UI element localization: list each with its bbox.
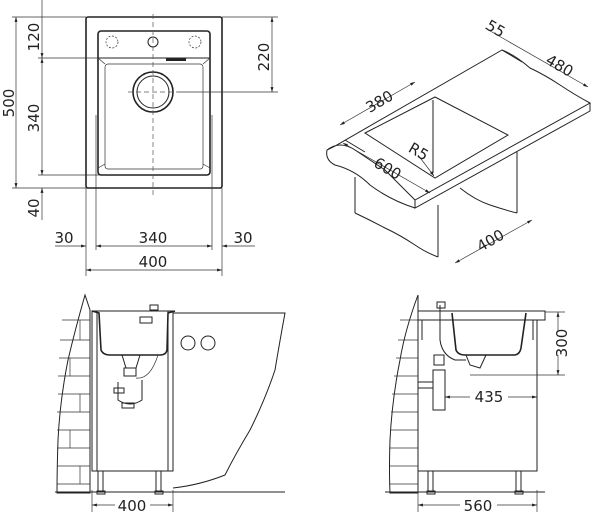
side-sink-bowl (451, 312, 527, 356)
bowl-outline (97, 30, 211, 176)
dim-depth: 480 (543, 51, 577, 81)
adjacent-counter (172, 312, 286, 489)
dim-drain-distance: 435 (475, 388, 504, 406)
cabinet (91, 310, 174, 472)
socket-icon (180, 335, 196, 351)
dim-bowl-width: 340 (139, 229, 168, 247)
isometric-view: 380 55 480 600 R5 400 (326, 16, 592, 264)
top-view: 500 120 340 40 220 30 340 30 400 (0, 0, 278, 276)
dim-bowl-height: 340 (25, 104, 43, 133)
dim-front-cabinet-width: 400 (118, 497, 147, 514)
dim-drain-offset: 220 (255, 43, 273, 72)
dim-cabinet-depth: 560 (464, 497, 493, 514)
optional-hole-icon (188, 35, 202, 49)
dim-left-margin: 30 (54, 229, 73, 247)
dim-top-strip: 120 (25, 23, 43, 52)
sink-bowl (91, 310, 176, 356)
dim-right-margin: 30 (233, 229, 252, 247)
dim-cabinet-width: 400 (474, 226, 508, 256)
dim-overall-height: 500 (0, 89, 18, 118)
sink-outline (85, 16, 223, 189)
dim-bottom-margin: 40 (25, 198, 43, 217)
optional-hole-icon (105, 35, 119, 49)
socket-icon (200, 335, 216, 351)
dim-back-strip: 55 (483, 16, 509, 41)
brick-wall (56, 293, 91, 494)
dim-bowl-length: 380 (363, 87, 397, 117)
dim-overall-width: 400 (139, 253, 168, 271)
side-countertop (417, 310, 546, 321)
side-section-view: 300 435 560 (385, 294, 571, 514)
dim-sink-depth: 300 (553, 329, 571, 358)
countertop (326, 49, 592, 201)
brick-wall-side (389, 294, 419, 494)
front-section-view: 400 (55, 293, 286, 514)
